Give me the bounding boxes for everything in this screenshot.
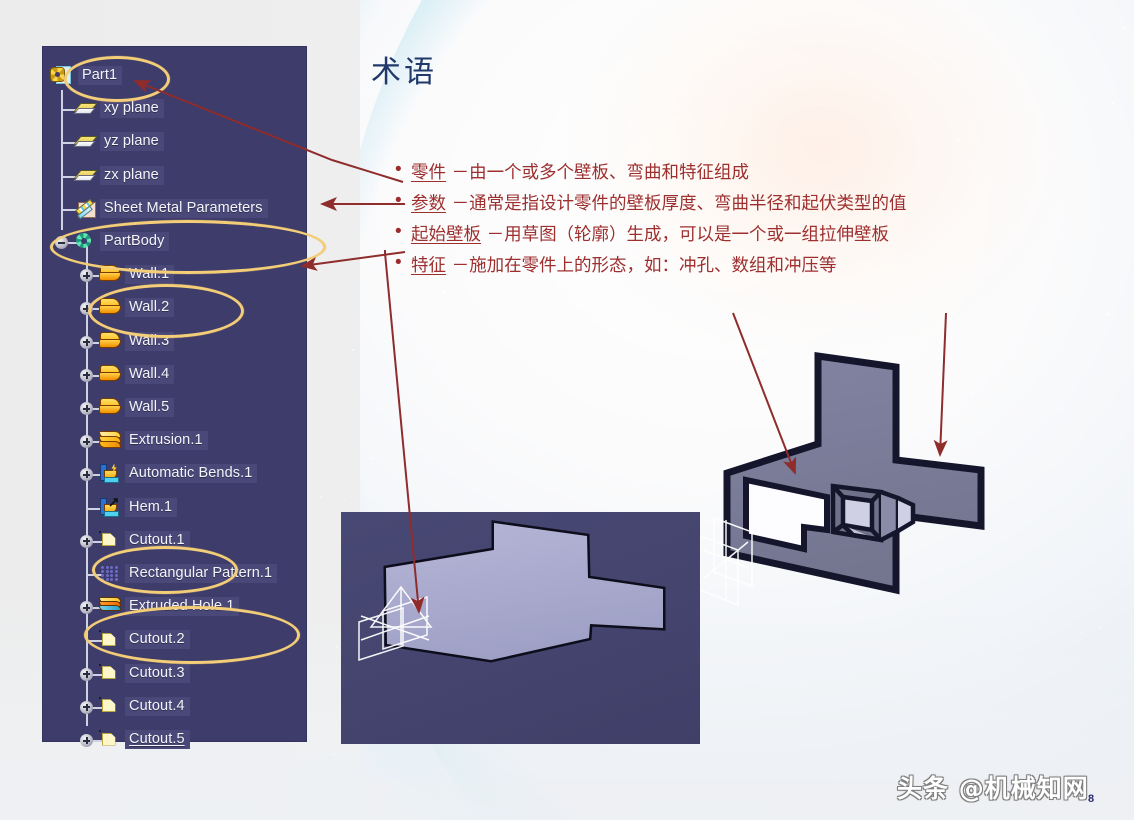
tree-node-label: zx plane: [100, 165, 164, 185]
terminology-item-2: • 起始壁板 －用草图（轮廓）生成，可以是一个或一组拉伸壁板: [395, 222, 1075, 248]
tree-connector: [61, 142, 77, 145]
tree-node-label: yz plane: [100, 132, 164, 152]
tree-connector: [61, 208, 77, 211]
watermark-mark: 8: [1088, 793, 1095, 805]
terminology-item-0: • 零件 －由一个或多个壁板、弯曲和特征组成: [395, 160, 1075, 186]
tree-node-extrusion-1[interactable]: Extrusion.1: [42, 425, 307, 457]
tree-connector: [86, 408, 102, 410]
highlight-ellipse-sheet-metal-parameters: [50, 220, 326, 274]
tree-node-automatic-bends-1[interactable]: Automatic Bends.1: [42, 458, 307, 490]
tree-node-label: Cutout.1: [125, 530, 190, 550]
tree-expander-plus[interactable]: [80, 435, 93, 449]
tree-node-xy-plane[interactable]: xy plane: [42, 93, 307, 125]
tree-node-label: Wall.4: [125, 364, 175, 384]
highlight-ellipse-part1: [64, 56, 170, 102]
tree-expander-plus[interactable]: [80, 269, 93, 283]
tree-node-cutout-4[interactable]: Cutout.4: [42, 691, 307, 723]
tree-connector: [86, 673, 102, 676]
highlight-ellipse-extruded-hole1: [84, 606, 300, 664]
tree-expander-plus[interactable]: [80, 534, 93, 548]
watermark: 头条 @机械知网: [897, 774, 1089, 803]
tree-node-label: Wall.5: [125, 398, 175, 417]
tree-connector: [86, 474, 102, 477]
tree-connector: [61, 175, 77, 178]
tree-node-sheet-metal-parameters[interactable]: Sheet Metal Parameters: [42, 193, 307, 225]
tree-expander-plus[interactable]: [80, 734, 93, 747]
bullet-dot-icon: •: [395, 190, 402, 211]
tree-expander-plus[interactable]: [80, 667, 93, 681]
tree-connector: [86, 607, 102, 610]
bullet-dot-icon: •: [395, 159, 402, 180]
folded-sheet-metal-model: [700, 351, 985, 607]
bullet-dot-icon: •: [395, 221, 402, 242]
bullet-dot-icon: •: [395, 252, 402, 273]
tree-node-label: xy plane: [100, 99, 164, 119]
terminology-text: 起始壁板 －用草图（轮廓）生成，可以是一个或一组拉伸壁板: [411, 225, 890, 245]
tree-connector: [86, 507, 102, 510]
tree-expander-plus[interactable]: [80, 468, 93, 482]
tree-branch-line: [86, 242, 88, 726]
tree-connector: [61, 109, 77, 112]
tree-connector: [86, 740, 102, 742]
tree-node-label: Sheet Metal Parameters: [100, 198, 268, 218]
tree-node-label: Hem.1: [125, 497, 178, 517]
tree-node-wall-5[interactable]: Wall.5: [42, 392, 307, 424]
tree-node-cutout-3[interactable]: Cutout.3: [42, 658, 307, 690]
terminology-text: 零件 －由一个或多个壁板、弯曲和特征组成: [411, 163, 750, 183]
page-title: 术语: [371, 55, 437, 90]
tree-expander-plus[interactable]: [80, 402, 93, 415]
flat-pattern-viewport: [341, 512, 700, 744]
tree-node-label: Automatic Bends.1: [125, 464, 258, 484]
flat-pattern-drawing: [358, 520, 666, 663]
tree-node-yz-plane[interactable]: yz plane: [42, 126, 307, 158]
terminology-text: 参数 －通常是指设计零件的壁板厚度、弯曲半径和起伏类型的值: [411, 194, 907, 214]
tree-trunk-line: [61, 90, 63, 230]
tree-node-label: Cutout.3: [125, 663, 190, 683]
tree-connector: [86, 275, 102, 278]
tree-node-wall-4[interactable]: Wall.4: [42, 359, 307, 391]
tree-connector: [86, 374, 102, 377]
terminology-text: 特征 －施加在零件上的形态，如：冲孔、数组和冲压等: [411, 256, 837, 276]
terminology-item-1: • 参数 －通常是指设计零件的壁板厚度、弯曲半径和起伏类型的值: [395, 191, 1075, 217]
background-warm-glow: [560, 0, 1080, 360]
tree-node-cutout-5[interactable]: Cutout.5: [42, 724, 307, 756]
tree-node-hem-1[interactable]: Hem.1: [42, 492, 307, 524]
tree-node-label: Extrusion.1: [125, 431, 208, 451]
terminology-list: • 零件 －由一个或多个壁板、弯曲和特征组成 • 参数 －通常是指设计零件的壁板…: [395, 160, 1075, 284]
tree-expander-plus[interactable]: [80, 601, 93, 615]
highlight-ellipse-cutout1: [92, 546, 238, 594]
tree-expander-plus[interactable]: [80, 700, 93, 714]
tree-node-label: Cutout.5: [125, 730, 190, 749]
tree-node-cutout-1[interactable]: Cutout.1: [42, 525, 307, 557]
tree-expander-plus[interactable]: [80, 368, 93, 382]
terminology-item-3: • 特征 －施加在零件上的形态，如：冲孔、数组和冲压等: [395, 253, 1075, 279]
hem-arrow-icon: [109, 497, 118, 507]
specification-tree-panel: Part1 xy plane yz plane zx plane Sheet M…: [42, 46, 326, 749]
tree-connector: [86, 706, 102, 709]
tree-connector: [86, 540, 102, 543]
tree-node-label: Cutout.4: [125, 696, 190, 716]
tree-node-zx-plane[interactable]: zx plane: [42, 160, 307, 192]
tree-expander-plus[interactable]: [80, 335, 93, 349]
highlight-ellipse-wall1: [88, 284, 244, 338]
tree-connector: [86, 341, 102, 344]
tree-connector: [86, 441, 102, 444]
axis-system-icon: [700, 516, 753, 607]
